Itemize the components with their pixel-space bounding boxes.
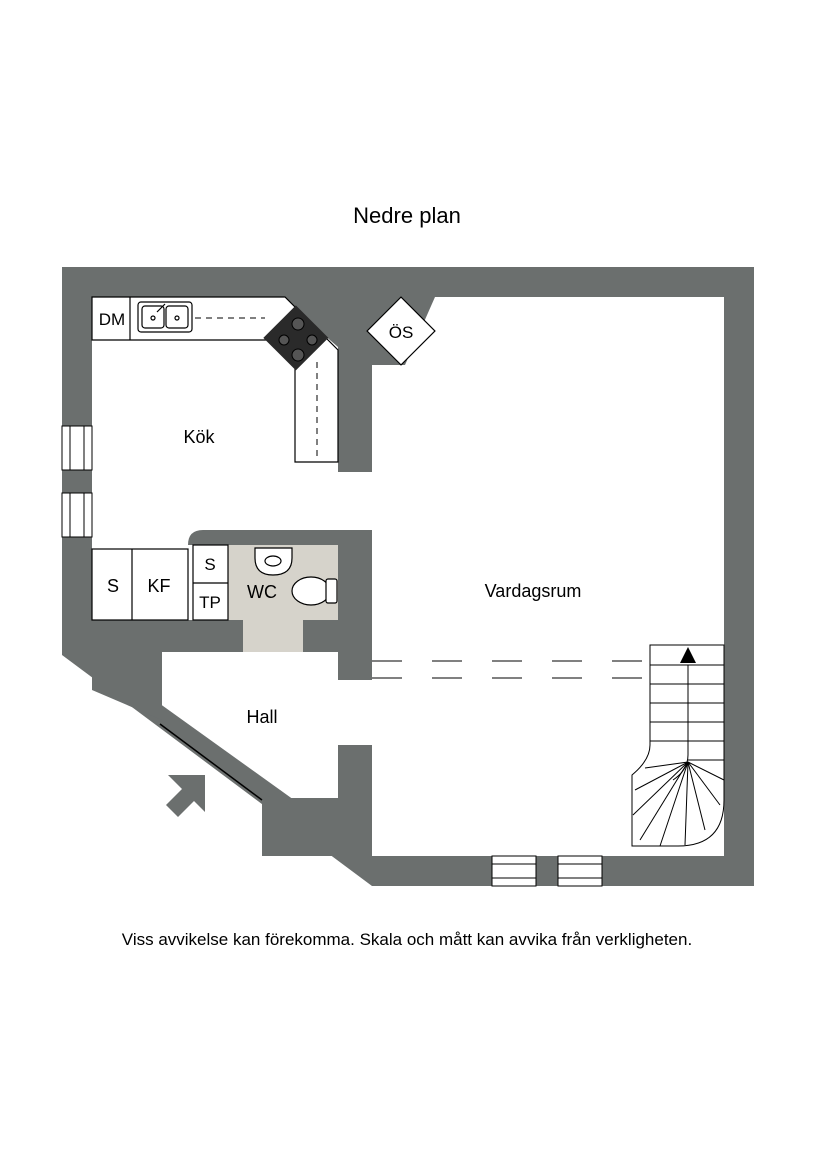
fixture-label-dishwasher: DM: [99, 310, 125, 329]
room-label-wc: WC: [247, 582, 277, 602]
fixture-label-washer: TP: [199, 593, 221, 612]
stair-up-arrow-icon: [680, 647, 696, 663]
wc-fixtures: [192, 544, 338, 621]
entrance-door: [159, 723, 263, 801]
room-label-kitchen: Kök: [183, 427, 215, 447]
entrance-arrow-icon: [166, 775, 205, 817]
hood-box: [366, 296, 436, 366]
fixture-label-hood: ÖS: [389, 323, 414, 342]
windows: [61, 425, 603, 887]
ceiling-beam: [372, 660, 650, 679]
kitchen-sink-icon: [137, 301, 193, 333]
kitchen-appliances: [91, 548, 189, 621]
room-label-living: Vardagsrum: [485, 581, 582, 601]
staircase: [631, 644, 725, 847]
fixture-label-fridge: KF: [147, 576, 170, 596]
fixture-label-wc-storage: S: [204, 555, 215, 574]
plan-title: Nedre plan: [353, 203, 461, 228]
room-label-hall: Hall: [246, 707, 277, 727]
fixture-label-storage: S: [107, 576, 119, 596]
disclaimer: Viss avvikelse kan förekomma. Skala och …: [121, 930, 693, 949]
